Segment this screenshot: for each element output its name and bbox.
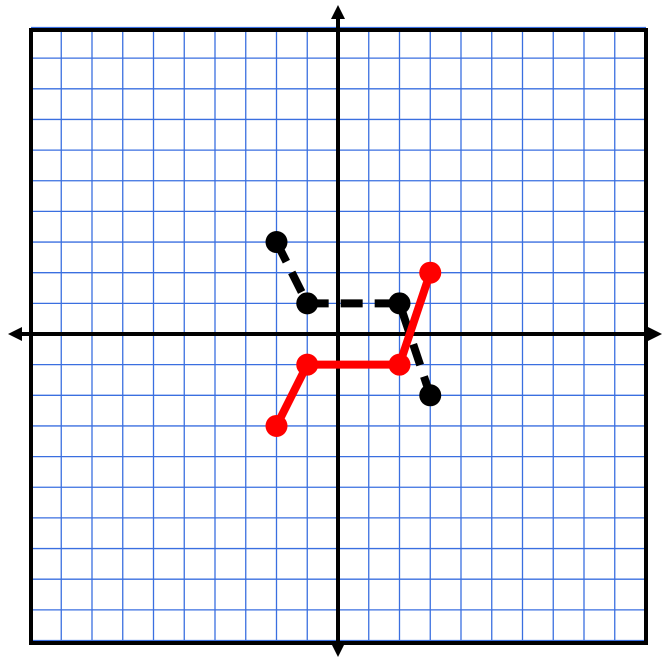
series-line [272,240,435,397]
series-point [388,353,411,376]
series-point [419,261,442,284]
series-point [265,414,288,437]
series-point [265,231,288,254]
series-point [419,384,442,407]
series-layer [265,231,442,437]
series-point [296,292,319,315]
series-point [388,292,411,315]
series-point [296,353,319,376]
y-axis-down-arrow [331,643,345,657]
x-axis-left-arrow [8,327,22,341]
series-line [272,268,435,430]
solid-red-path [265,261,442,437]
dashed-black-path [265,231,442,407]
y-axis-up-arrow [331,5,345,19]
axes [8,5,662,657]
x-axis-right-arrow [648,327,662,341]
